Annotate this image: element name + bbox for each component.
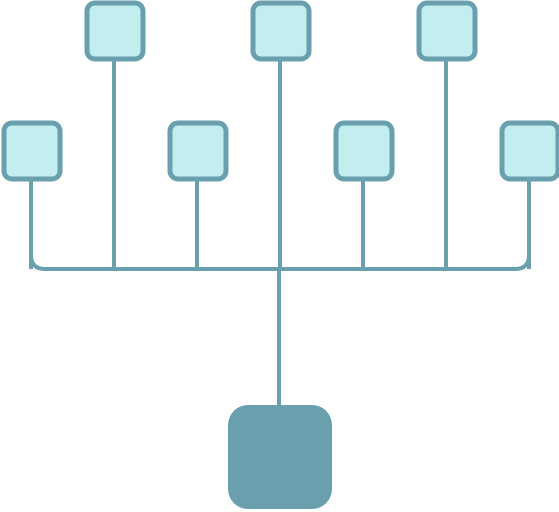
leaf-node-7 <box>499 120 559 182</box>
leaf-node-3 <box>167 120 229 182</box>
leaf-node-6 <box>416 0 478 62</box>
leaf-node-4 <box>250 0 312 62</box>
root-node <box>228 405 332 509</box>
connector-lines <box>29 31 531 409</box>
leaf-node-5 <box>333 120 395 182</box>
leaf-node-1 <box>1 120 63 182</box>
leaf-node-2 <box>84 0 146 62</box>
